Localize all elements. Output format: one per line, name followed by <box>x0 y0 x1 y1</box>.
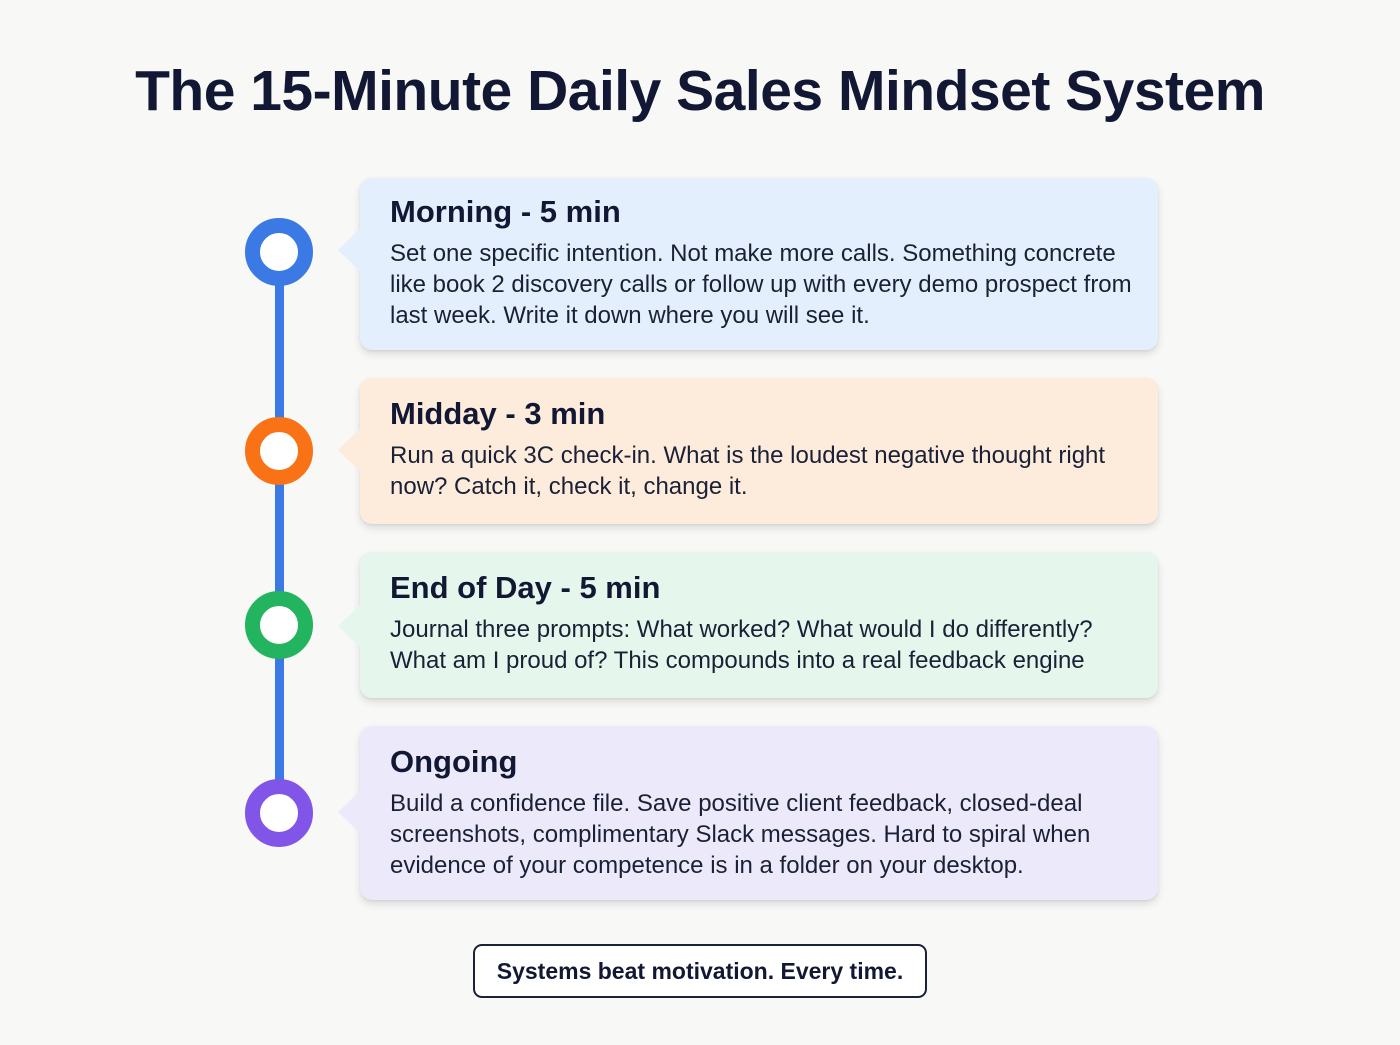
step-body: Journal three prompts: What worked? What… <box>390 616 1093 674</box>
step-heading: Morning - 5 min <box>390 194 621 229</box>
page-title: The 15-Minute Daily Sales Mindset System <box>135 59 1265 123</box>
timeline-node-midday <box>245 417 313 485</box>
step-card-ongoing: Ongoing Build a confidence file. Save po… <box>338 726 1158 900</box>
step-body: Build a confidence file. Save positive c… <box>390 790 1091 879</box>
step-card-morning: .c0::before{top:52px;} Morning - 5 min S… <box>338 178 1158 350</box>
step-card-midday: Midday - 3 min Run a quick 3C check-in. … <box>338 378 1158 524</box>
step-body: Run a quick 3C check-in. What is the lou… <box>390 442 1106 500</box>
timeline-node-morning <box>245 218 313 286</box>
step-heading: End of Day - 5 min <box>390 570 661 605</box>
tagline-box: Systems beat motivation. Every time. <box>473 944 927 998</box>
step-card-end-of-day: End of Day - 5 min Journal three prompts… <box>338 552 1158 698</box>
step-body: Set one specific intention. Not make mor… <box>390 240 1132 329</box>
step-heading: Ongoing <box>390 744 518 779</box>
timeline-node-end-of-day <box>245 591 313 659</box>
step-heading: Midday - 3 min <box>390 396 606 431</box>
timeline-line <box>275 252 284 814</box>
timeline-node-ongoing <box>245 779 313 847</box>
